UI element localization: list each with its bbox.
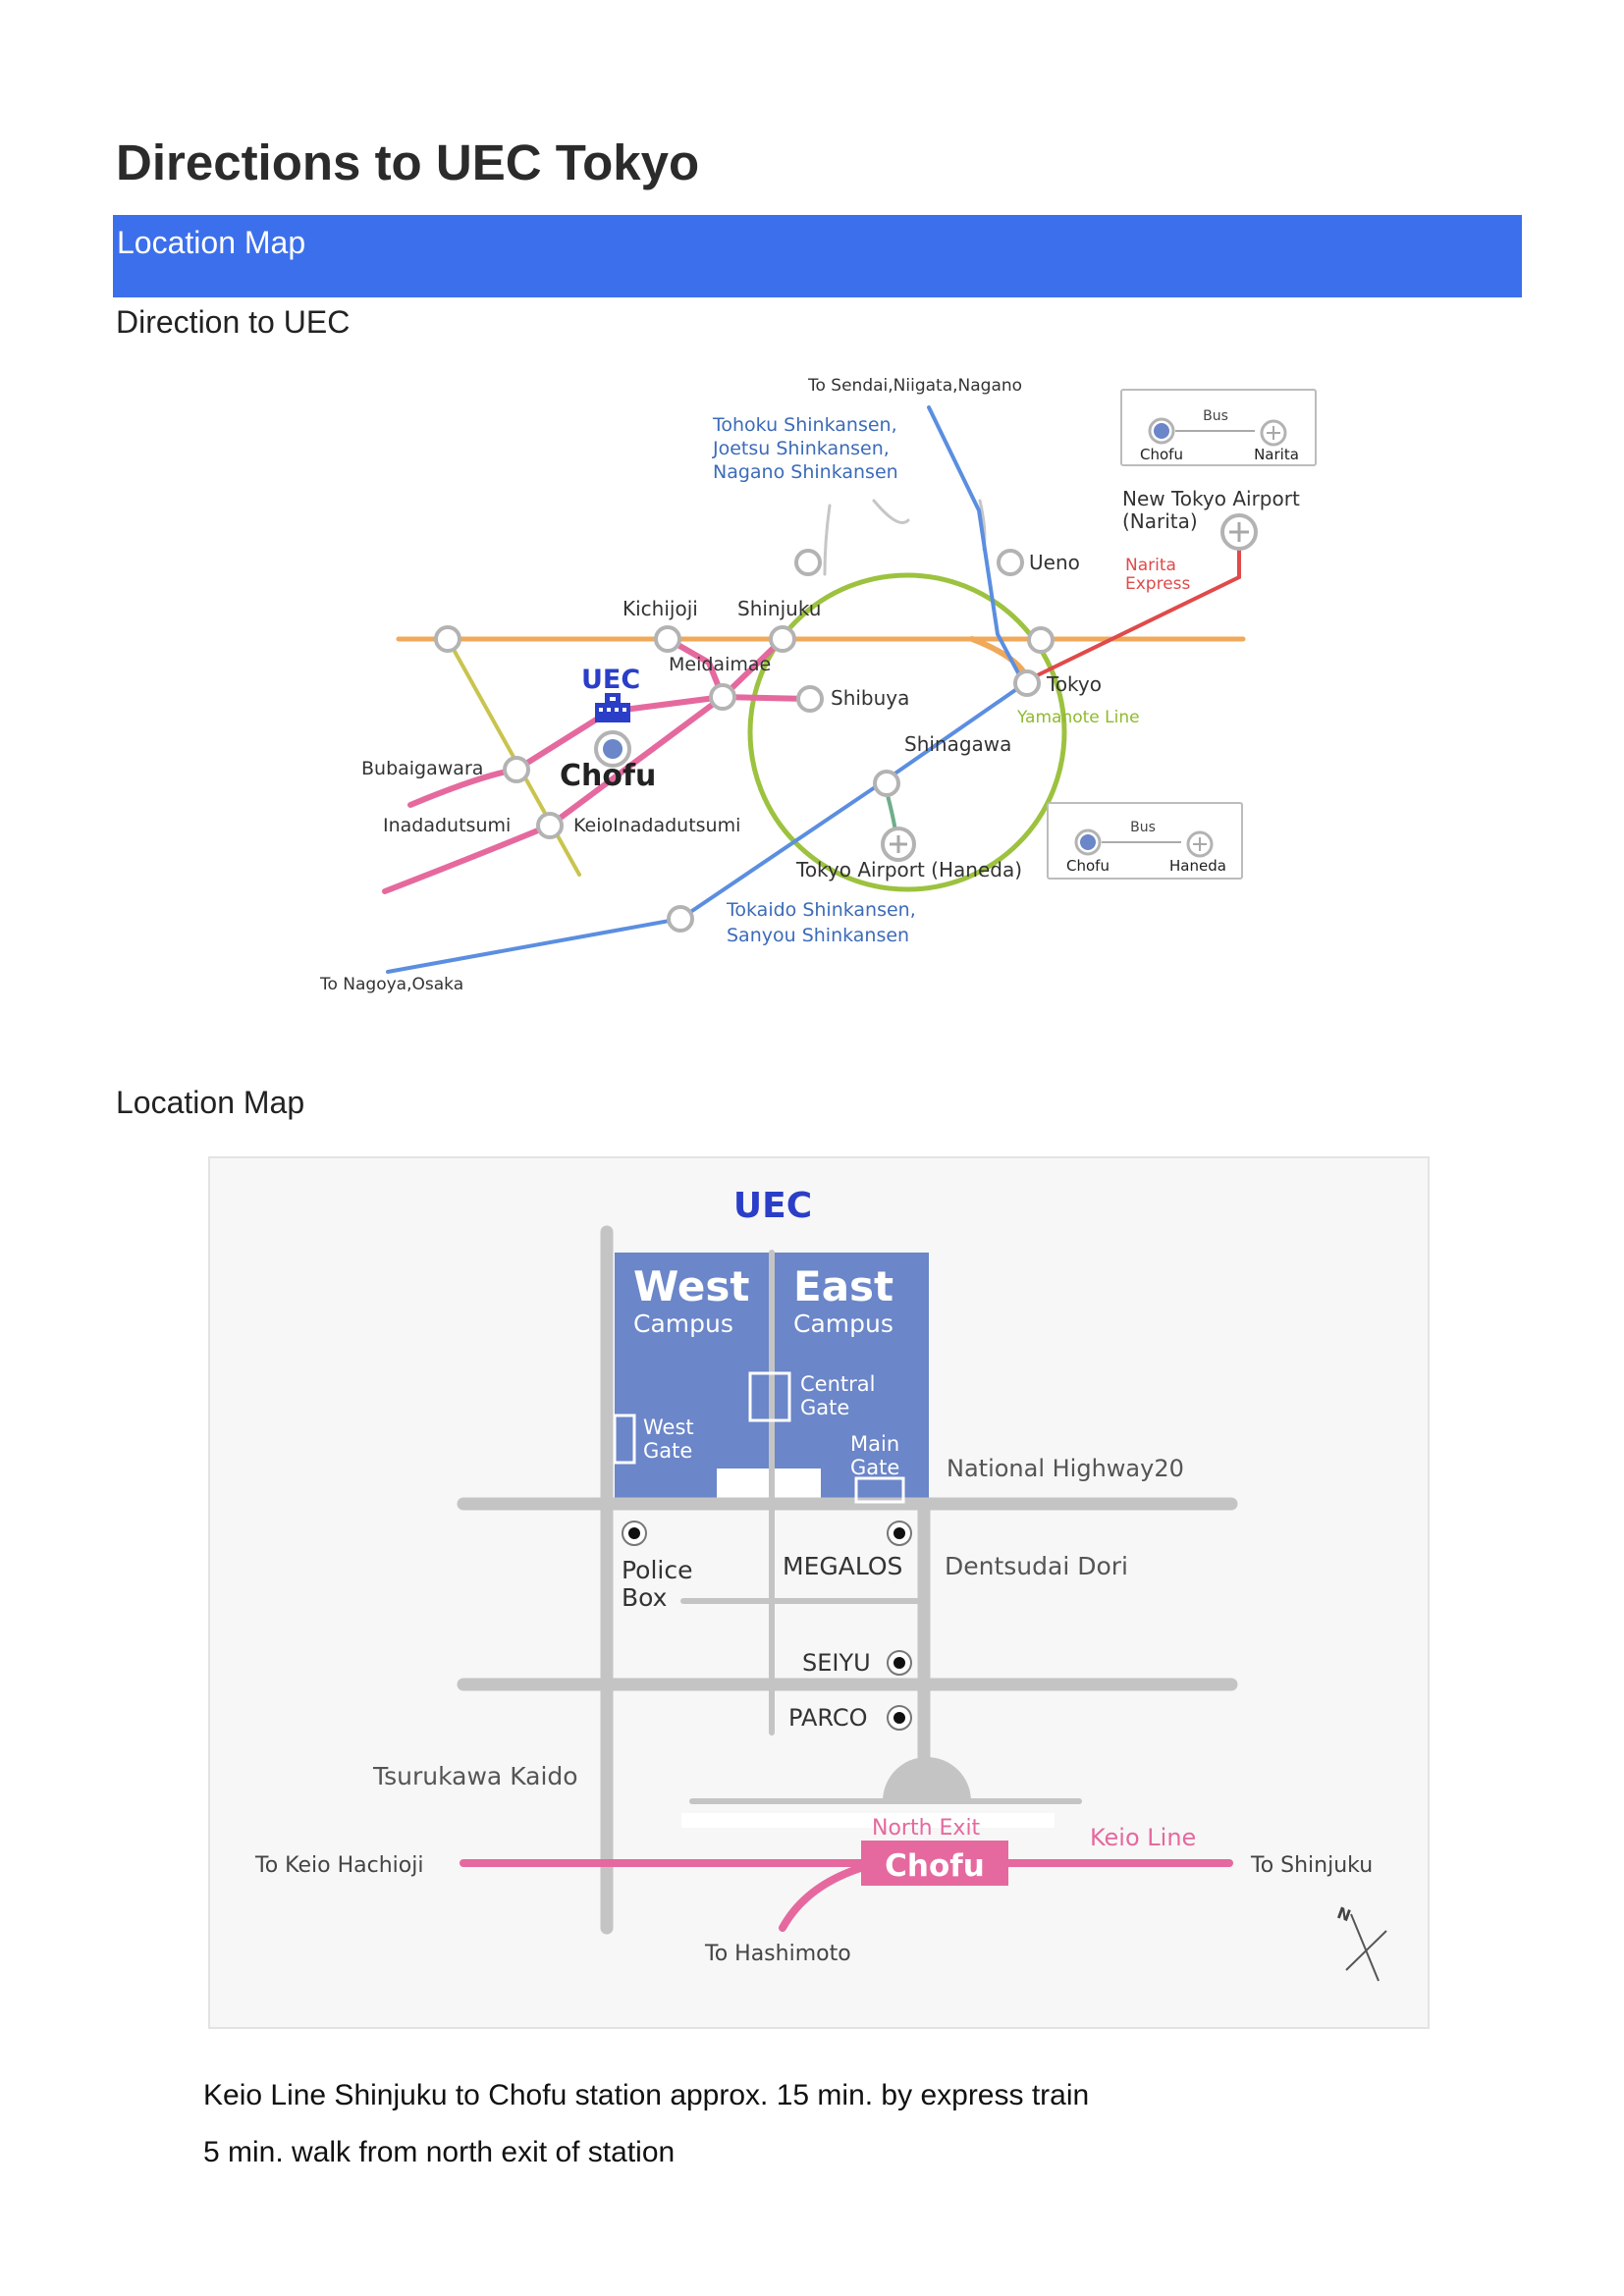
label-tokyo-airport: Tokyo Airport (Haneda) xyxy=(795,858,1022,881)
label-west-campus-1: West xyxy=(633,1262,749,1310)
label-kichijoji: Kichijoji xyxy=(623,597,698,620)
label-yamanote-line: Yamanote Line xyxy=(1016,708,1140,727)
svg-text:Bus: Bus xyxy=(1203,408,1228,424)
label-dentsudai-dori: Dentsudai Dori xyxy=(945,1552,1128,1580)
label-police-box-1: Police xyxy=(622,1556,693,1584)
label-shinkansen-south-1: Tokaido Shinkansen, xyxy=(726,899,916,921)
label-main-gate-2: Gate xyxy=(850,1456,899,1479)
svg-text:Bus: Bus xyxy=(1130,820,1156,835)
svg-text:Haneda: Haneda xyxy=(1169,857,1226,875)
tohoku-shinkansen xyxy=(927,405,1025,684)
subheading-direction: Direction to UEC xyxy=(116,304,351,340)
station-marker xyxy=(434,625,461,653)
tokaido-shinkansen xyxy=(386,679,1030,974)
label-tsurukawa-kaido: Tsurukawa Kaido xyxy=(372,1762,578,1790)
label-uec: UEC xyxy=(581,665,640,695)
label-police-box-2: Box xyxy=(622,1583,667,1612)
page-title: Directions to UEC Tokyo xyxy=(116,134,700,190)
north-arrow-icon xyxy=(1345,1913,1387,1982)
svg-text:Chofu: Chofu xyxy=(1140,446,1183,463)
label-narita-express-2: Express xyxy=(1125,574,1191,594)
label-seiyu: SEIYU xyxy=(802,1649,871,1677)
label-shinkansen-north-2: Joetsu Shinkansen, xyxy=(712,438,890,459)
section-header-bar: Location Map xyxy=(113,215,1522,297)
label-shinkansen-south-2: Sanyou Shinkansen xyxy=(727,925,909,946)
label-keio-inadadutsumi: KeioInadadutsumi xyxy=(573,815,740,836)
station-marker-ueno xyxy=(997,549,1024,576)
station-marker-keio-inadadutsumi xyxy=(536,812,564,839)
label-shibuya: Shibuya xyxy=(831,686,909,710)
label-national-highway20: National Highway20 xyxy=(947,1455,1184,1482)
station-marker-tokyo xyxy=(1013,669,1041,697)
label-to-keio-hachioji: To Keio Hachioji xyxy=(254,1853,423,1878)
label-uec: UEC xyxy=(733,1186,812,1226)
label-west-gate-2: Gate xyxy=(643,1439,692,1463)
section-header-label: Location Map xyxy=(117,225,306,260)
chofu-station-dot xyxy=(603,739,623,759)
label-shinagawa: Shinagawa xyxy=(904,732,1011,756)
note-train-time: Keio Line Shinjuku to Chofu station appr… xyxy=(203,2079,1090,2111)
label-narita-express-1: Narita xyxy=(1125,556,1176,575)
note-walk-time: 5 min. walk from north exit of station xyxy=(203,2136,676,2168)
station-marker-meidaimae xyxy=(709,683,736,711)
label-shinkansen-north-1: Tohoku Shinkansen, xyxy=(712,414,897,436)
label-north-exit: North Exit xyxy=(872,1816,981,1841)
label-north: N xyxy=(1334,1903,1353,1925)
label-to-north: To Sendai,Niigata,Nagano xyxy=(807,376,1022,396)
label-chofu: Chofu xyxy=(885,1848,985,1884)
bus-legend-haneda: Bus Chofu Haneda xyxy=(1047,802,1243,880)
label-new-tokyo-airport-1: New Tokyo Airport xyxy=(1122,487,1300,510)
label-keio-line: Keio Line xyxy=(1090,1824,1196,1851)
station-marker-kichijoji xyxy=(654,625,681,653)
station-marker-north xyxy=(794,549,822,576)
station-marker-shinagawa xyxy=(873,770,900,797)
station-marker-south xyxy=(667,905,694,933)
station-marker-east xyxy=(1027,626,1055,654)
label-central-gate-2: Gate xyxy=(800,1396,849,1419)
station-marker-bubaigawara xyxy=(503,756,530,783)
svg-text:Chofu: Chofu xyxy=(1066,857,1110,875)
label-inadadutsumi: Inadadutsumi xyxy=(383,815,511,836)
label-to-hashimoto: To Hashimoto xyxy=(704,1942,851,1966)
label-west-campus-2: Campus xyxy=(633,1309,733,1338)
central-gate-marker xyxy=(748,1371,791,1422)
label-parco: PARCO xyxy=(788,1704,867,1732)
label-tokyo: Tokyo xyxy=(1046,672,1102,696)
label-megalos: MEGALOS xyxy=(783,1552,902,1580)
bus-legend-narita: Bus Chofu Narita xyxy=(1120,389,1317,466)
label-central-gate-1: Central xyxy=(800,1372,875,1396)
location-map: UEC West Campus East Campus Central Gate… xyxy=(254,1186,1387,1982)
label-east-campus-2: Campus xyxy=(793,1309,893,1338)
west-gate-marker xyxy=(613,1414,636,1465)
label-west-gate-1: West xyxy=(643,1415,694,1439)
chofu-station-box xyxy=(861,1841,1008,1886)
label-chofu: Chofu xyxy=(560,759,656,793)
yamanote-line xyxy=(747,572,1067,892)
label-main-gate-1: Main xyxy=(850,1432,899,1456)
svg-text:Narita: Narita xyxy=(1254,446,1299,463)
label-meidaimae: Meidaimae xyxy=(669,654,771,675)
label-shinkansen-north-3: Nagano Shinkansen xyxy=(713,461,898,483)
station-marker-shibuya xyxy=(796,685,824,713)
location-map-frame: UEC West Campus East Campus Central Gate… xyxy=(208,1156,1430,2029)
route-map: Bus Chofu Narita Bus Chofu Haneda To Sen… xyxy=(319,376,1317,994)
keio-line-shibuya xyxy=(720,694,813,702)
label-bubaigawara: Bubaigawara xyxy=(361,758,483,779)
subheading-location: Location Map xyxy=(116,1085,305,1120)
gray-branch-1 xyxy=(823,504,832,576)
label-new-tokyo-airport-2: (Narita) xyxy=(1122,509,1198,533)
label-ueno: Ueno xyxy=(1029,551,1080,574)
label-east-campus-1: East xyxy=(793,1262,893,1310)
station-marker-shinjuku xyxy=(769,625,796,653)
main-gate-marker xyxy=(854,1476,905,1504)
gray-branch-2 xyxy=(872,499,910,524)
keio-line xyxy=(407,636,785,808)
label-shinjuku: Shinjuku xyxy=(737,597,821,620)
label-to-shinjuku: To Shinjuku xyxy=(1250,1853,1373,1878)
label-to-south: To Nagoya,Osaka xyxy=(319,975,463,994)
station-rotary xyxy=(883,1757,971,1801)
